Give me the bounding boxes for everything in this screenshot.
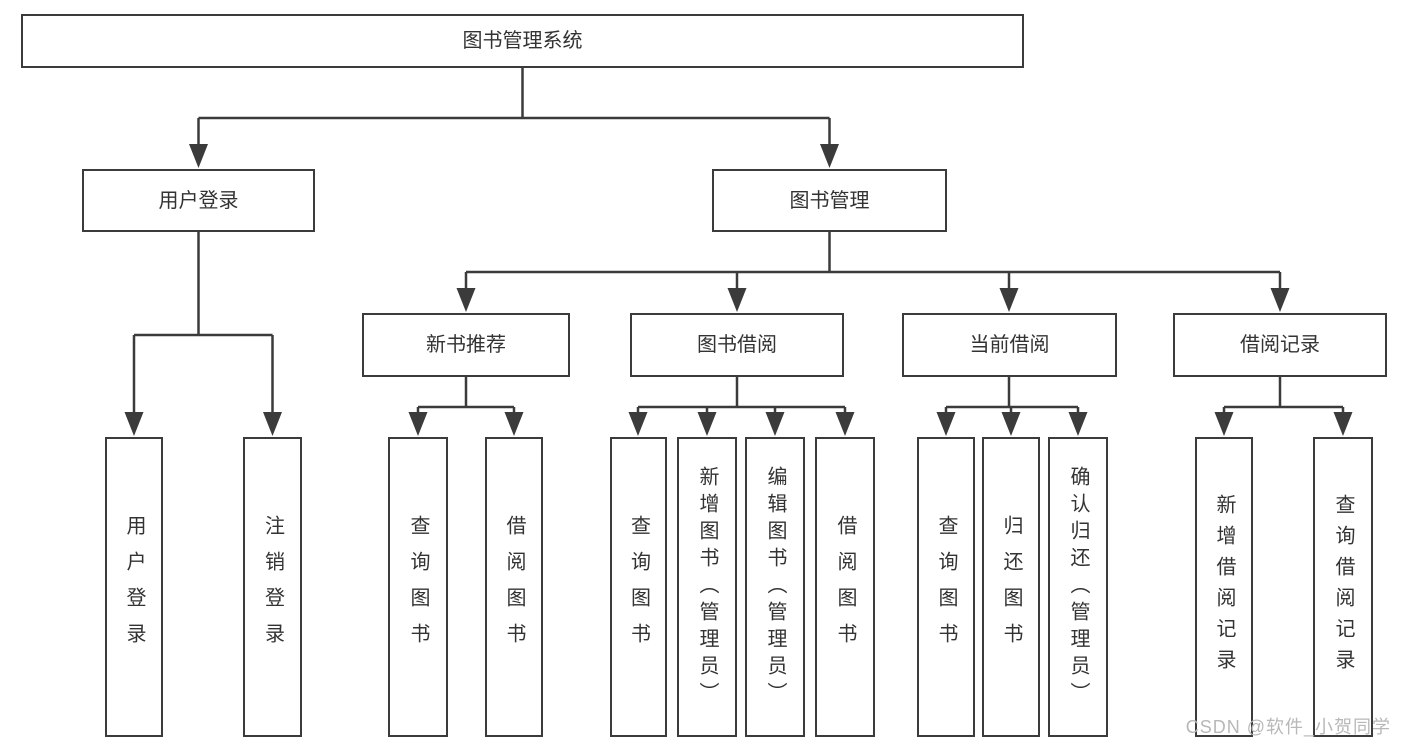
connector-new-book-recommend-children — [408, 377, 524, 436]
node-new-book-recommend: 新书推荐 — [362, 313, 570, 377]
leaf-nbr-borrow-books: 借阅图书 — [485, 437, 543, 737]
arrowhead — [999, 288, 1019, 312]
node-user-login: 用户登录 — [82, 169, 315, 232]
leaf-bb-add-book-admin: 新增图书（管理员） — [677, 437, 737, 737]
arrowhead — [263, 412, 282, 436]
leaf-cb-query-books: 查询图书 — [917, 437, 975, 737]
leaf-br-add-record: 新增借阅记录 — [1195, 437, 1253, 737]
connector-book-management-children — [456, 232, 1290, 312]
leaf-user-login: 用户登录 — [105, 437, 163, 737]
leaf-logout: 注销登录 — [243, 437, 302, 737]
node-root: 图书管理系统 — [21, 14, 1024, 68]
connector-root-to-level2 — [189, 68, 839, 168]
connector-book-borrow-children — [628, 377, 855, 436]
leaf-cb-confirm-return-admin: 确认归还（管理员） — [1048, 437, 1108, 737]
arrowhead — [124, 412, 144, 436]
leaf-cb-return-books: 归还图书 — [982, 437, 1040, 737]
node-current-borrow: 当前借阅 — [902, 313, 1117, 377]
arrowhead — [1333, 412, 1353, 436]
arrowhead — [1214, 412, 1234, 436]
arrowhead — [1068, 412, 1088, 436]
connector-borrow-records-children — [1214, 377, 1353, 436]
leaf-bb-edit-book-admin: 编辑图书（管理员） — [745, 437, 805, 737]
connector-user-login-children — [124, 232, 282, 436]
leaf-bb-query-books: 查询图书 — [610, 437, 667, 737]
arrowhead — [727, 288, 747, 312]
connector-current-borrow-children — [936, 377, 1088, 436]
node-book-borrow: 图书借阅 — [630, 313, 844, 377]
arrowhead — [504, 412, 524, 436]
leaf-br-query-record: 查询借阅记录 — [1313, 437, 1373, 737]
leaf-bb-borrow-books: 借阅图书 — [815, 437, 875, 737]
leaf-nbr-query-books: 查询图书 — [388, 437, 448, 737]
arrowhead — [936, 412, 956, 436]
arrowhead — [628, 412, 648, 436]
arrowhead — [1270, 288, 1290, 312]
arrowhead — [835, 412, 855, 436]
arrowhead — [820, 144, 839, 168]
node-borrow-records: 借阅记录 — [1173, 313, 1387, 377]
arrowhead — [189, 144, 208, 168]
arrowhead — [456, 288, 476, 312]
arrowhead — [697, 412, 717, 436]
arrowhead — [1001, 412, 1021, 436]
csdn-watermark: CSDN @软件_小贺同学 — [1185, 717, 1391, 737]
node-book-management: 图书管理 — [712, 169, 947, 232]
arrowhead — [765, 412, 785, 436]
arrowhead — [408, 412, 428, 436]
